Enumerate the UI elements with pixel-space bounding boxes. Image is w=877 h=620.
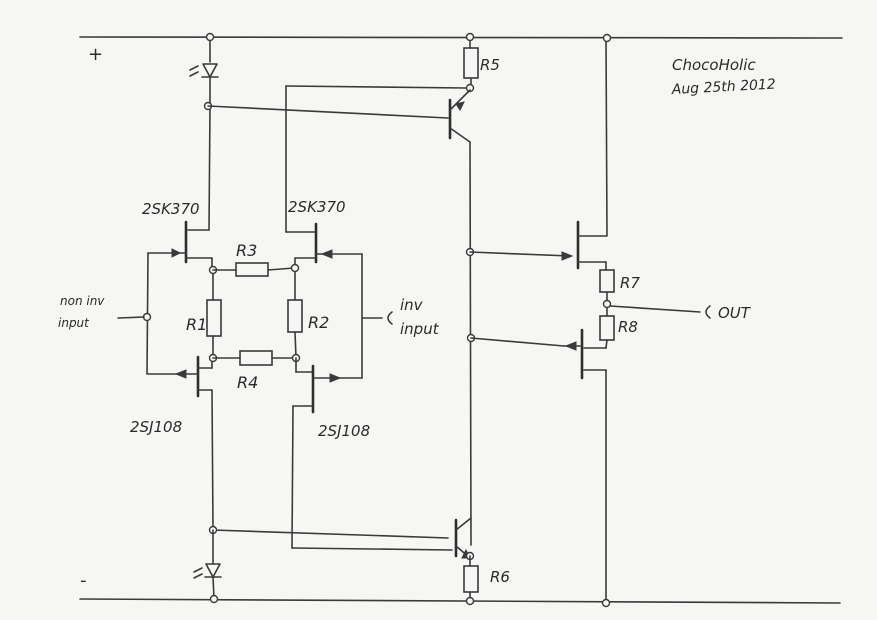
minus-sign: - (80, 570, 87, 591)
label-q-right-bottom: 2SJ108 (318, 422, 370, 440)
label-out: OUT (718, 304, 752, 322)
node-output (602, 299, 612, 309)
jfet-right-bottom (291, 357, 363, 549)
resistor-r4 (239, 350, 273, 366)
label-q-left-top: 2SK370 (142, 200, 200, 218)
node-left-top-rail (205, 32, 215, 42)
resistor-r3 (235, 262, 269, 277)
mosfet-output-upper (561, 37, 608, 271)
node-r5-bottom (465, 83, 475, 93)
jfet-right-top (285, 85, 363, 269)
mosfet-output-lower (563, 328, 607, 603)
node-output-top-rail (602, 33, 612, 43)
label-r8: R8 (618, 318, 638, 336)
resistor-r7 (599, 269, 615, 293)
led-lower-icon (193, 529, 222, 599)
author-label: ChocoHolic (672, 56, 756, 74)
label-r2: R2 (308, 313, 329, 332)
node-left-bottom-rail (209, 594, 219, 604)
label-r5: R5 (480, 56, 500, 74)
node-r2-top (290, 263, 300, 273)
node-r6-bottom (465, 596, 475, 606)
label-non-inv-2: input (58, 316, 90, 330)
left-upper-branch (187, 36, 219, 231)
date-label: Aug 25th 2012 (670, 77, 776, 98)
resistor-r6 (463, 565, 479, 593)
resistor-r1 (206, 299, 222, 337)
label-r7: R7 (620, 274, 640, 292)
resistor-r8 (599, 315, 615, 341)
node-r5-top (465, 32, 475, 42)
node-output-bottom-rail (601, 598, 611, 608)
jfet-left-bottom (147, 355, 214, 531)
label-q-right-top: 2SK370 (288, 198, 346, 216)
label-non-inv-1: non inv (60, 294, 105, 308)
bjt-upper (448, 89, 472, 546)
label-r4: R4 (237, 373, 258, 392)
plus-sign: + (88, 44, 103, 65)
resistor-r2 (287, 299, 303, 333)
label-r3: R3 (236, 241, 257, 260)
label-r1: R1 (186, 315, 207, 334)
negative-rail (79, 598, 841, 604)
positive-rail (79, 36, 843, 39)
label-r6: R6 (490, 568, 510, 586)
label-inv-2: input (400, 320, 440, 338)
resistor-r5 (463, 47, 479, 79)
label-inv-1: inv (400, 296, 424, 314)
label-q-left-bottom: 2SJ108 (130, 418, 182, 436)
